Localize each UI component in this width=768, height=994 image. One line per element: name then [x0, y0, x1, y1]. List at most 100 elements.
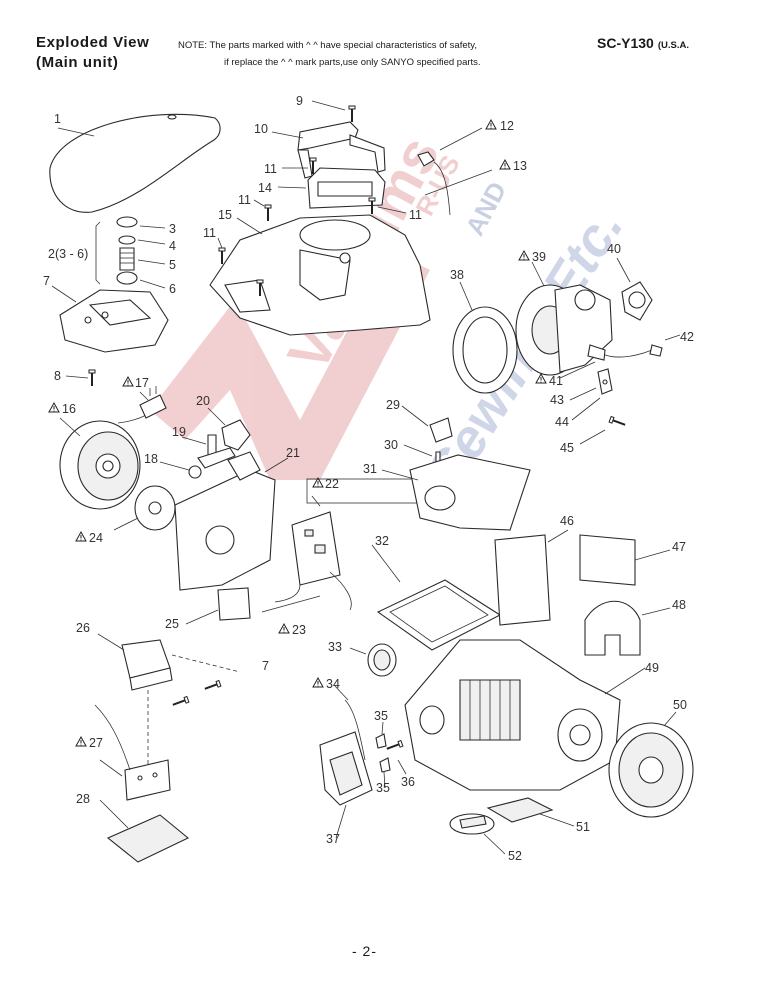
label-10: 10 [254, 122, 268, 136]
label-6: 6 [169, 282, 176, 296]
part-filter-48 [584, 600, 671, 656]
part-dust-bag [381, 454, 531, 531]
label-43: 43 [550, 393, 564, 407]
label-21: 21 [286, 446, 300, 460]
part-latch [334, 685, 366, 761]
watermark-line3: AND [459, 177, 512, 241]
label-39: 39 [532, 250, 546, 264]
label-46: 46 [560, 514, 574, 528]
title-line-1: Exploded View [36, 34, 150, 51]
label-24: 24 [89, 531, 103, 545]
label-40: 40 [607, 242, 621, 256]
title-line-2: (Main unit) [36, 54, 119, 71]
label-23: 23 [292, 623, 306, 637]
label-27: 27 [89, 736, 103, 750]
note-line-2: if replace the ^ ^ mark parts,use only S… [224, 57, 481, 68]
part-rear-wheel [608, 711, 694, 818]
part-motor-gasket [452, 281, 518, 394]
label-49: 49 [645, 661, 659, 675]
part-foam-filter [99, 799, 190, 863]
label-19: 19 [172, 425, 186, 439]
label-26: 26 [76, 621, 90, 635]
part-brake-pedal [159, 407, 251, 479]
label-3: 3 [169, 222, 176, 236]
part-motor-bracket [616, 257, 653, 321]
label-15: 15 [218, 208, 232, 222]
label-20: 20 [196, 394, 210, 408]
label-34: 34 [326, 677, 340, 691]
label-7a: 7 [43, 274, 50, 288]
label-32: 32 [375, 534, 389, 548]
part-motor [515, 261, 613, 376]
part-motor-wire [559, 334, 681, 379]
label-11c: 11 [203, 226, 216, 240]
part-main-body [404, 639, 646, 791]
part-valve-stack [95, 216, 166, 289]
label-9: 9 [296, 94, 303, 108]
label-44: 44 [555, 415, 569, 429]
part-cover [49, 113, 221, 213]
label-28: 28 [76, 792, 90, 806]
label-17: 17 [135, 376, 149, 390]
label-11b: 11 [238, 193, 251, 207]
part-exhaust-filter [486, 797, 575, 827]
part-reel-plate [113, 485, 176, 531]
screw-8 [88, 369, 96, 387]
label-22: 22 [325, 477, 339, 491]
label-29: 29 [386, 398, 400, 412]
label-48: 48 [672, 598, 686, 612]
part-cord-reel [59, 409, 161, 510]
part-tray [371, 544, 502, 651]
label-5: 5 [169, 258, 176, 272]
part-springs [375, 721, 407, 789]
part-upper-body [209, 214, 431, 336]
label-45: 45 [560, 441, 574, 455]
label-52: 52 [508, 849, 522, 863]
label-42: 42 [680, 330, 694, 344]
part-terminal-block [94, 704, 171, 801]
label-11a: 11 [264, 162, 277, 176]
part-handle-base [51, 285, 169, 353]
label-38: 38 [450, 268, 464, 282]
label-37: 37 [326, 832, 340, 846]
part-number-labels: 1 2(3 - 6) 3 4 5 6 7 8 9 10 11 14 11 15 … [43, 94, 694, 863]
label-47: 47 [672, 540, 686, 554]
label-25: 25 [165, 617, 179, 631]
label-50: 50 [673, 698, 687, 712]
label-36: 36 [401, 775, 415, 789]
part-chassis [174, 451, 289, 591]
part-pcb [261, 511, 352, 613]
label-51: 51 [576, 820, 590, 834]
part-handle-grip [277, 167, 386, 209]
label-11d: 11 [409, 208, 422, 222]
part-front-cover [319, 731, 373, 839]
part-switch-box [97, 633, 241, 691]
part-filter-47 [579, 534, 671, 586]
label-41: 41 [549, 374, 563, 388]
model-number: SC-Y130(U.S.A. [597, 35, 689, 51]
part-plug [139, 386, 167, 419]
label-30: 30 [384, 438, 398, 452]
label-14: 14 [258, 181, 272, 195]
model-name: SC-Y130 [597, 35, 654, 51]
label-4: 4 [169, 239, 176, 253]
part-switch-wire [417, 127, 493, 216]
part-filter-sheet [185, 587, 251, 625]
label-33: 33 [328, 640, 342, 654]
label-8: 8 [54, 369, 61, 383]
safety-note: NOTE: The parts marked with ^ ^ have spe… [178, 37, 481, 71]
part-filter-46 [494, 529, 569, 626]
part-clip [569, 368, 628, 445]
label-12: 12 [500, 119, 514, 133]
page-title: Exploded View (Main unit) [36, 33, 149, 73]
part-top-handle [271, 100, 386, 179]
page-number: - 2- [352, 943, 377, 959]
part-exhaust-cover [449, 813, 506, 855]
model-region: (U.S.A. [657, 40, 689, 51]
label-2: 2(3 - 6) [48, 247, 88, 261]
note-line-1: NOTE: The parts marked with ^ ^ have spe… [178, 40, 477, 51]
label-18: 18 [144, 452, 158, 466]
label-35b: 35 [376, 781, 390, 795]
part-indicator [401, 405, 453, 463]
